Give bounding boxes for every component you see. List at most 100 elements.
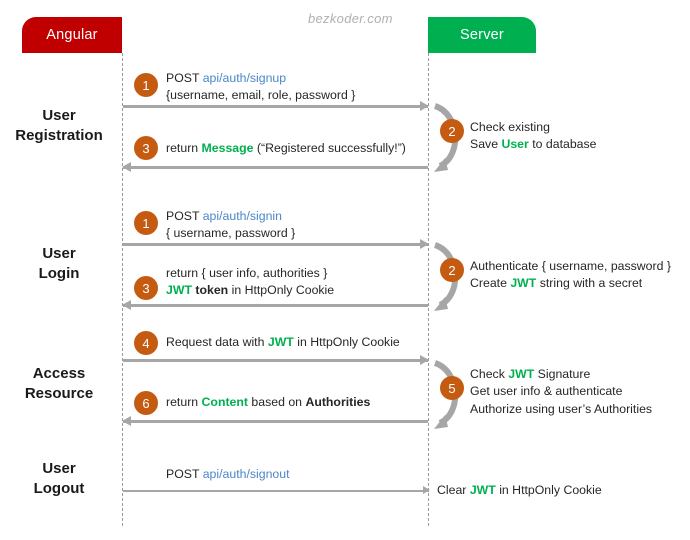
message-signup-server: Check existing Save User to database	[470, 119, 597, 154]
message-text: Request data with	[166, 335, 268, 349]
message-text: to database	[528, 137, 597, 152]
step-badge-number: 1	[142, 77, 150, 93]
keyword-jwt: JWT	[508, 367, 535, 381]
message-line: Create JWT string with a secret	[470, 275, 671, 292]
keyword-content: Content	[201, 395, 248, 409]
step-badge-number: 4	[142, 335, 150, 351]
arrow-shaft	[123, 166, 428, 169]
step-badge-resource-response: 6	[134, 391, 158, 415]
arrow-signup-response	[122, 162, 428, 172]
phase-line-2: Login	[38, 264, 80, 282]
phase-line-2: Registration	[15, 126, 103, 144]
message-signup-response: return Message (“Registered successfully…	[166, 140, 406, 157]
message-text: Authorize using user’s Authorities	[470, 401, 653, 416]
arrow-shaft	[123, 105, 428, 108]
step-badge-number: 6	[142, 395, 150, 411]
step-badge-number: 5	[448, 380, 456, 396]
phase-label-access-resource: Access Resource	[0, 364, 118, 404]
arrow-head	[122, 300, 131, 310]
phase-label-user-login: User Login	[0, 244, 118, 284]
message-text: string with a secret	[536, 276, 643, 291]
arrow-head	[122, 162, 131, 172]
message-signup-request: POST api/auth/signup {username, email, r…	[166, 70, 355, 105]
message-line: Clear JWT in HttpOnly Cookie	[437, 482, 602, 499]
message-line: return Content based on Authorities	[166, 394, 370, 411]
step-badge-signin-server: 2	[440, 258, 464, 282]
step-badge-number: 1	[142, 215, 150, 231]
message-text: return	[166, 395, 202, 409]
arrow-signin-request	[123, 239, 429, 249]
step-badge-signup-request: 1	[134, 73, 158, 97]
message-line: Get user info & authenticate	[470, 383, 652, 400]
message-text: Check	[470, 367, 509, 381]
arrow-resource-response	[122, 416, 428, 426]
message-text: Authenticate { username, password }	[470, 259, 671, 273]
lifeline-client	[122, 53, 123, 526]
arrow-head	[122, 416, 131, 426]
arrow-shaft	[123, 359, 428, 362]
message-signout-request: POST api/auth/signout	[166, 466, 290, 483]
watermark: bezkoder.com	[308, 11, 393, 26]
message-text: in HttpOnly Cookie	[495, 483, 602, 497]
arrow-resource-request	[123, 355, 429, 365]
actor-server: Server	[428, 17, 536, 53]
message-line: return Message (“Registered successfully…	[166, 140, 406, 157]
message-text: {username, email, role, password }	[166, 88, 356, 103]
arrow-head	[423, 486, 430, 494]
message-text: return { user info, authorities }	[166, 266, 328, 280]
phase-line-1: User	[42, 107, 76, 124]
phase-line-2: Logout	[33, 479, 85, 497]
message-line: Check JWT Signature	[470, 366, 652, 383]
phase-line-2: Resource	[24, 384, 94, 402]
api-endpoint-link[interactable]: api/auth/signup	[202, 71, 287, 85]
message-text: Create	[470, 276, 511, 291]
message-line: { username, password }	[166, 225, 295, 242]
message-line: POST api/auth/signout	[166, 466, 290, 483]
step-badge-number: 2	[448, 262, 456, 278]
step-badge-signup-response: 3	[134, 136, 158, 160]
keyword-jwt: JWT	[469, 483, 496, 497]
api-endpoint-link[interactable]: api/auth/signout	[202, 467, 290, 481]
phase-label-user-logout: User Logout	[0, 459, 118, 499]
step-badge-signin-request: 1	[134, 211, 158, 235]
arrow-shaft	[123, 490, 429, 493]
arrow-head	[420, 355, 429, 365]
message-line: Request data with JWT in HttpOnly Cookie	[166, 334, 400, 351]
message-text: Save	[470, 137, 502, 152]
message-signin-response: return { user info, authorities } JWT to…	[166, 265, 334, 300]
message-line: Authenticate { username, password }	[470, 258, 671, 275]
message-text: Check existing	[470, 120, 550, 134]
keyword-jwt: JWT	[166, 283, 192, 298]
phase-line-1: Access	[32, 365, 86, 382]
arrow-signin-response	[122, 300, 428, 310]
arrow-shaft	[123, 420, 428, 423]
message-text: POST	[166, 71, 203, 85]
actor-client-angular: Angular	[22, 17, 122, 53]
step-badge-resource-request: 4	[134, 331, 158, 355]
step-badge-number: 2	[448, 123, 456, 139]
keyword-message: Message	[201, 141, 254, 155]
message-text: based on	[248, 395, 306, 409]
message-text: in HttpOnly Cookie	[293, 335, 400, 349]
api-endpoint-link[interactable]: api/auth/signin	[202, 209, 282, 223]
arrow-head	[420, 239, 429, 249]
message-line: JWT token in HttpOnly Cookie	[166, 282, 334, 299]
arrow-signout-request	[123, 486, 430, 494]
message-text-bold: token	[191, 283, 229, 298]
message-signin-server: Authenticate { username, password } Crea…	[470, 258, 671, 293]
phase-line-1: User	[42, 460, 76, 477]
message-text: POST	[166, 209, 203, 223]
message-text: return	[166, 141, 202, 155]
phase-line-1: User	[42, 245, 76, 262]
message-text: Get user info & authenticate	[470, 384, 623, 399]
message-resource-request: Request data with JWT in HttpOnly Cookie	[166, 334, 400, 351]
message-line: Check existing	[470, 119, 597, 136]
arrow-signup-request	[123, 101, 429, 111]
message-text: Signature	[534, 367, 591, 381]
message-resource-response: return Content based on Authorities	[166, 394, 370, 411]
message-text: POST	[166, 467, 203, 481]
actor-client-label: Angular	[46, 27, 98, 43]
message-line: {username, email, role, password }	[166, 87, 355, 104]
message-line: POST api/auth/signin	[166, 208, 295, 225]
arrow-head	[420, 101, 429, 111]
